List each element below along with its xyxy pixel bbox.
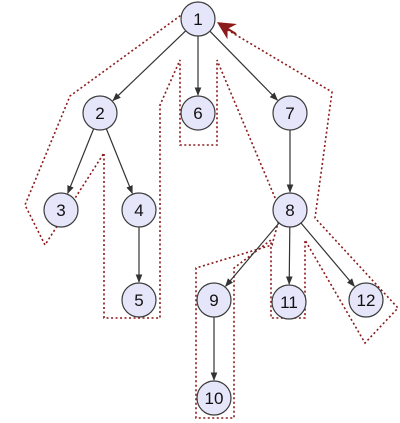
tree-node-9: 9: [196, 282, 232, 318]
edges-layer: [67, 30, 355, 381]
tree-node-2: 2: [82, 95, 118, 131]
node-label: 11: [280, 293, 298, 312]
node-circle: [180, 1, 216, 37]
edge-8-12: [300, 222, 355, 287]
tree-node-8: 8: [272, 192, 308, 228]
node-circle: [180, 95, 216, 131]
node-circle: [271, 284, 307, 320]
node-label: 12: [357, 291, 376, 310]
tree-node-6: 6: [180, 95, 216, 131]
edge-1-2: [112, 30, 187, 102]
edge-8-11: [285, 226, 293, 285]
node-circle: [121, 192, 157, 228]
traversal-arrowhead: [216, 22, 237, 40]
node-circle: [43, 192, 79, 228]
node-label: 1: [193, 10, 202, 29]
edge-1-7: [209, 30, 278, 101]
node-circle: [196, 282, 232, 318]
node-label: 2: [95, 104, 104, 123]
tree-node-10: 10: [196, 380, 232, 416]
node-label: 8: [285, 201, 294, 220]
node-label: 9: [209, 291, 218, 310]
tree-node-1: 1: [180, 1, 216, 37]
tree-node-3: 3: [43, 192, 79, 228]
node-label: 3: [56, 201, 65, 220]
node-circle: [272, 95, 308, 131]
tree-node-4: 4: [121, 192, 157, 228]
node-circle: [196, 380, 232, 416]
tree-node-11: 11: [271, 284, 307, 320]
traversal-contour-path: [24, 12, 400, 419]
node-label: 7: [285, 104, 294, 123]
node-circle: [272, 192, 308, 228]
node-circle: [348, 282, 384, 318]
tree-node-12: 12: [348, 282, 384, 318]
node-circle: [121, 282, 157, 318]
edge-8-9: [225, 222, 280, 287]
tree-node-5: 5: [121, 282, 157, 318]
node-label: 5: [134, 291, 143, 310]
tree-node-7: 7: [272, 95, 308, 131]
node-circle: [82, 95, 118, 131]
node-label: 6: [193, 104, 202, 123]
node-label: 4: [134, 201, 143, 220]
node-label: 10: [205, 389, 224, 408]
edge-2-4: [105, 128, 133, 195]
edge-2-3: [67, 128, 95, 195]
